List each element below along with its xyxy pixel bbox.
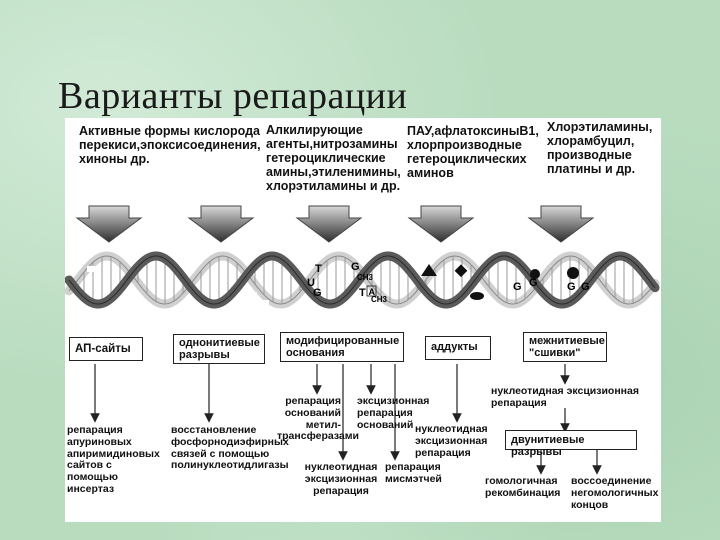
agent-pah-text: ПАУ,афлатоксиныВ1, хлорпроизводные гетер…	[407, 124, 539, 180]
base-label: T	[359, 287, 366, 299]
agent-arrow-1	[75, 205, 143, 243]
agent-arrow-3	[295, 205, 363, 243]
flow-arrows	[90, 364, 602, 475]
repair-base-excision-text: эксцизионная репарация оснований	[357, 395, 430, 431]
agent-arrow-2	[187, 205, 255, 243]
adduct-diamond	[454, 264, 468, 278]
repair-nonhomologous-text: воссоединение негомологичных концов	[571, 475, 659, 511]
repair-ds-breaks-box: двунитиевые разрывы	[505, 430, 637, 458]
repair-adduct-nucleotide-text: нуклеотидная эксцизионная репарация	[415, 423, 488, 459]
agent-chlorethylamine-text: Хлорэтиламины, хлорамбуцил, производные …	[547, 120, 653, 176]
dna-helix	[65, 251, 660, 309]
diagram-graphics: T G CH3 U G T A CH3 G G G G	[65, 205, 660, 475]
base-label: G	[351, 261, 360, 273]
base-label: G	[313, 287, 322, 299]
agent-arrows	[75, 205, 595, 243]
crosslink-dot-2	[567, 267, 579, 279]
strand-gap-1	[87, 266, 95, 272]
agent-alkylating-text: Алкилирующие агенты,нитрозамины гетероци…	[266, 123, 401, 193]
repair-ss-breaks-text: восстановление фосфорнодиэфирных связей …	[171, 424, 289, 472]
repair-homologous-text: гомологичная рекомбинация	[485, 475, 561, 499]
adduct-triangle	[421, 264, 437, 276]
base-label: G	[513, 281, 522, 293]
base-label: G	[581, 281, 590, 293]
damage-adducts: аддукты	[425, 336, 491, 360]
strand-gap-2	[247, 292, 257, 300]
repair-nucleotide-excision-mid-text: нуклеотидная эксцизионная репарация	[304, 461, 378, 497]
repair-ap-sites-text: репарация апуриновых апиримидиновых сайт…	[67, 424, 160, 495]
base-label: CH3	[371, 295, 388, 304]
repair-methyltransferase-text: репарация оснований метил-трансферазами	[277, 395, 359, 443]
agent-oxygen-text: Активные формы кислорода перекиси,эпокси…	[79, 124, 261, 166]
repair-mismatch-text: репарация мисмэтчей	[385, 461, 442, 485]
base-label: U	[307, 277, 315, 289]
crosslink-dot-1	[530, 269, 540, 279]
base-label: A	[369, 287, 376, 297]
agent-arrow-4	[407, 205, 475, 243]
base-label: T	[315, 263, 322, 275]
strand-gap-3	[259, 300, 269, 308]
dna-labels: T G CH3 U G T A CH3 G G G G	[307, 261, 590, 304]
slide-title: Варианты репарации	[58, 75, 408, 117]
agent-arrow-5	[527, 205, 595, 243]
repair-crosslink-nucleotide-text: нуклеотидная эксцизионная репарация	[491, 385, 639, 409]
base-label: CH3	[357, 273, 374, 282]
damage-ss-breaks: однонитиевые разрывы	[173, 334, 265, 364]
adduct-oval	[470, 292, 484, 300]
base-label: G	[529, 277, 538, 289]
damage-modified-bases: модифицированные основания	[280, 332, 404, 362]
damage-crosslinks: межнитиевые "сшивки"	[523, 332, 607, 362]
damage-ap-sites: АП-сайты	[69, 337, 143, 361]
base-label: G	[567, 281, 576, 293]
diagram-panel: T G CH3 U G T A CH3 G G G G	[65, 118, 661, 522]
